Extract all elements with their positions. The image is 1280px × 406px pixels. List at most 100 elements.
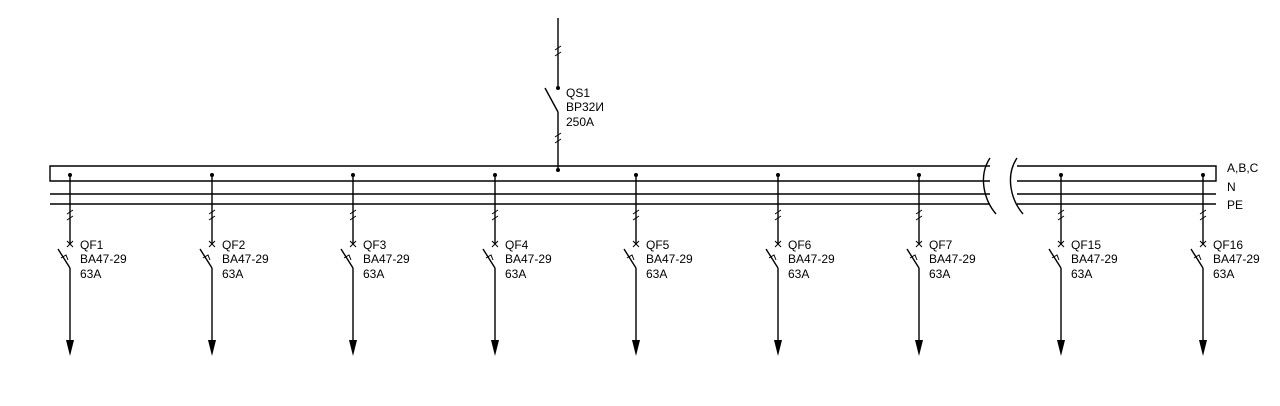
feeder-terminal-mark bbox=[632, 209, 640, 221]
breaker-latch-mark bbox=[1051, 254, 1060, 261]
feeder-designation: QF15 bbox=[1071, 238, 1101, 252]
feeder-group: QF1BA47-2963AQF2BA47-2963AQF3BA47-2963AQ… bbox=[57, 173, 1260, 356]
breaker-contact-mark bbox=[66, 240, 74, 248]
breaker-latch-mark bbox=[343, 254, 352, 261]
feeder-terminal-mark bbox=[491, 209, 499, 221]
feeder-rating: 63A bbox=[1071, 267, 1092, 281]
qs1-designation: QS1 bbox=[566, 86, 590, 100]
feeder-rating: 63A bbox=[1213, 267, 1234, 281]
feeder-model: BA47-29 bbox=[1213, 252, 1260, 266]
feeder-arrow-head bbox=[1057, 340, 1065, 356]
feeder-model: BA47-29 bbox=[788, 252, 835, 266]
breaker-contact-mark bbox=[491, 240, 499, 248]
feeder-model: BA47-29 bbox=[929, 252, 976, 266]
feeder-rating: 63A bbox=[788, 267, 809, 281]
feeder-model: BA47-29 bbox=[646, 252, 693, 266]
feeder-arrow-head bbox=[491, 340, 499, 356]
breaker-latch-mark bbox=[485, 254, 494, 261]
breaker-blade bbox=[57, 248, 71, 269]
breaker-blade bbox=[199, 248, 213, 269]
breaker-latch-mark bbox=[626, 254, 635, 261]
feeder-rating: 63A bbox=[646, 267, 667, 281]
bus-tap-dot bbox=[556, 168, 560, 172]
breaker-blade bbox=[906, 248, 920, 269]
breaker-blade bbox=[482, 248, 496, 269]
busbar-break-mark-right bbox=[1009, 157, 1024, 215]
breaker-contact-mark bbox=[349, 240, 357, 248]
phase-busbar-label: A,B,C bbox=[1227, 161, 1259, 175]
feeder-rating: 63A bbox=[222, 267, 243, 281]
feeder-designation: QF6 bbox=[788, 238, 812, 252]
feeder-arrow-head bbox=[1199, 340, 1207, 356]
feeder-arrow-head bbox=[774, 340, 782, 356]
breaker-latch-mark bbox=[909, 254, 918, 261]
feeder-arrow-head bbox=[632, 340, 640, 356]
qs1-terminal-mark bbox=[554, 132, 562, 144]
phase-busbar-left bbox=[49, 165, 990, 182]
feeder-terminal-mark bbox=[349, 209, 357, 221]
feeder-terminal-mark bbox=[915, 209, 923, 221]
busbars: A,B,C N PE bbox=[49, 157, 1259, 215]
qs1-model: ВР32И bbox=[566, 100, 604, 114]
feeder-designation: QF1 bbox=[80, 238, 104, 252]
breaker-blade bbox=[1048, 248, 1062, 269]
feeder-model: BA47-29 bbox=[1071, 252, 1118, 266]
feeder-arrow-head bbox=[208, 340, 216, 356]
main-switch-qs1: QS1 ВР32И 250A bbox=[544, 18, 604, 172]
feeder-model: BA47-29 bbox=[222, 252, 269, 266]
breaker-blade bbox=[340, 248, 354, 269]
feeder-model: BA47-29 bbox=[505, 252, 552, 266]
breaker-blade bbox=[1190, 248, 1204, 269]
feeder-designation: QF16 bbox=[1213, 238, 1243, 252]
breaker-contact-mark bbox=[1199, 240, 1207, 248]
qs1-blade bbox=[544, 87, 559, 113]
feeder-rating: 63A bbox=[929, 267, 950, 281]
breaker-latch-mark bbox=[768, 254, 777, 261]
breaker-latch-mark bbox=[60, 254, 69, 261]
breaker-contact-mark bbox=[208, 240, 216, 248]
neutral-busbar-label: N bbox=[1227, 180, 1236, 194]
phase-busbar-right bbox=[1017, 165, 1217, 182]
incoming-connection-dot bbox=[556, 86, 560, 90]
feeder-arrow-head bbox=[66, 340, 74, 356]
busbar-break-mark-left bbox=[982, 157, 997, 215]
feeder-rating: 63A bbox=[505, 267, 526, 281]
feeder-model: BA47-29 bbox=[80, 252, 127, 266]
incoming-terminal-mark bbox=[554, 45, 562, 57]
breaker-contact-mark bbox=[632, 240, 640, 248]
feeder-designation: QF3 bbox=[363, 238, 387, 252]
feeder-terminal-mark bbox=[1057, 209, 1065, 221]
feeder-model: BA47-29 bbox=[363, 252, 410, 266]
protective-busbar-label: PE bbox=[1227, 198, 1243, 212]
qs1-rating: 250A bbox=[566, 115, 594, 129]
feeder-designation: QF5 bbox=[646, 238, 670, 252]
breaker-contact-mark bbox=[1057, 240, 1065, 248]
breaker-blade bbox=[765, 248, 779, 269]
feeder-rating: 63A bbox=[363, 267, 384, 281]
feeder-arrow-head bbox=[915, 340, 923, 356]
feeder-terminal-mark bbox=[208, 209, 216, 221]
feeder-designation: QF4 bbox=[505, 238, 529, 252]
feeder-designation: QF7 bbox=[929, 238, 953, 252]
feeder-rating: 63A bbox=[80, 267, 101, 281]
breaker-contact-mark bbox=[915, 240, 923, 248]
feeder-terminal-mark bbox=[66, 209, 74, 221]
breaker-latch-mark bbox=[202, 254, 211, 261]
feeder-arrow-head bbox=[349, 340, 357, 356]
breaker-contact-mark bbox=[774, 240, 782, 248]
feeder-designation: QF2 bbox=[222, 238, 246, 252]
feeder-terminal-mark bbox=[1199, 209, 1207, 221]
breaker-latch-mark bbox=[1193, 254, 1202, 261]
feeder-terminal-mark bbox=[774, 209, 782, 221]
breaker-blade bbox=[623, 248, 637, 269]
